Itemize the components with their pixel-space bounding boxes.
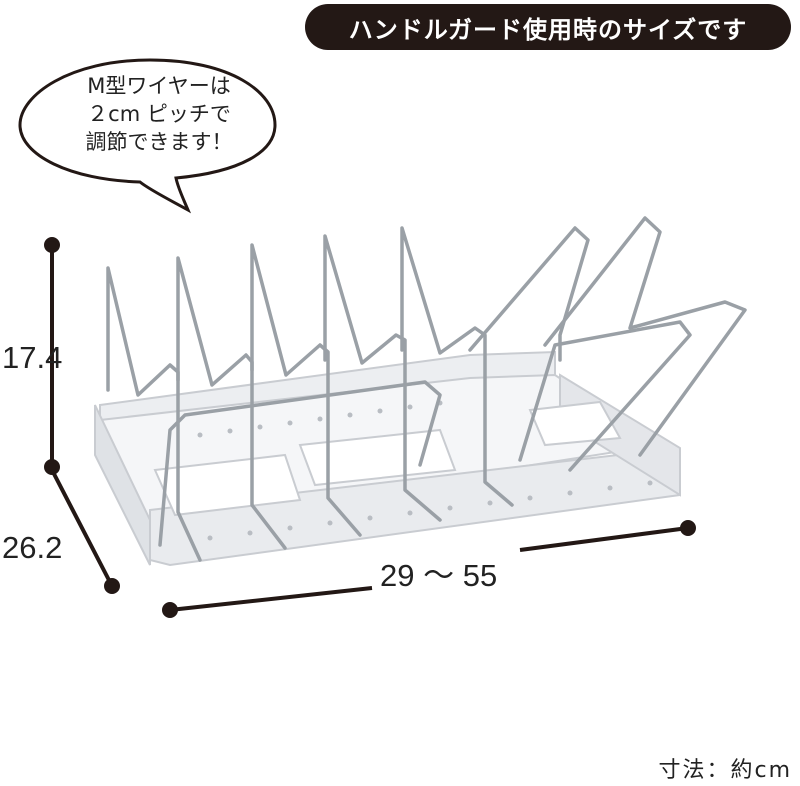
rack-body bbox=[94, 350, 681, 567]
side-wires bbox=[468, 216, 747, 472]
peg-holes bbox=[197, 400, 653, 541]
speech-bubble-text: M型ワイヤーは ２cm ピッチで 調節できます！ bbox=[44, 72, 274, 156]
title-banner: ハンドルガード使用時のサイズです bbox=[305, 4, 791, 50]
m-wires bbox=[106, 226, 514, 562]
bubble-line-1: M型ワイヤーは bbox=[87, 74, 231, 98]
bubble-line-2: ２cm ピッチで bbox=[87, 102, 231, 126]
height-dimension: 17.4 bbox=[2, 340, 63, 375]
speech-bubble bbox=[18, 58, 277, 214]
handle-guard-wire bbox=[158, 380, 442, 547]
depth-dimension: 26.2 bbox=[2, 530, 63, 565]
unit-note: 寸法：約cm bbox=[658, 758, 792, 783]
width-dimension: 29 ～ 55 bbox=[380, 558, 498, 593]
bubble-line-3: 調節できます！ bbox=[85, 130, 233, 154]
dimension-lines bbox=[44, 237, 696, 618]
